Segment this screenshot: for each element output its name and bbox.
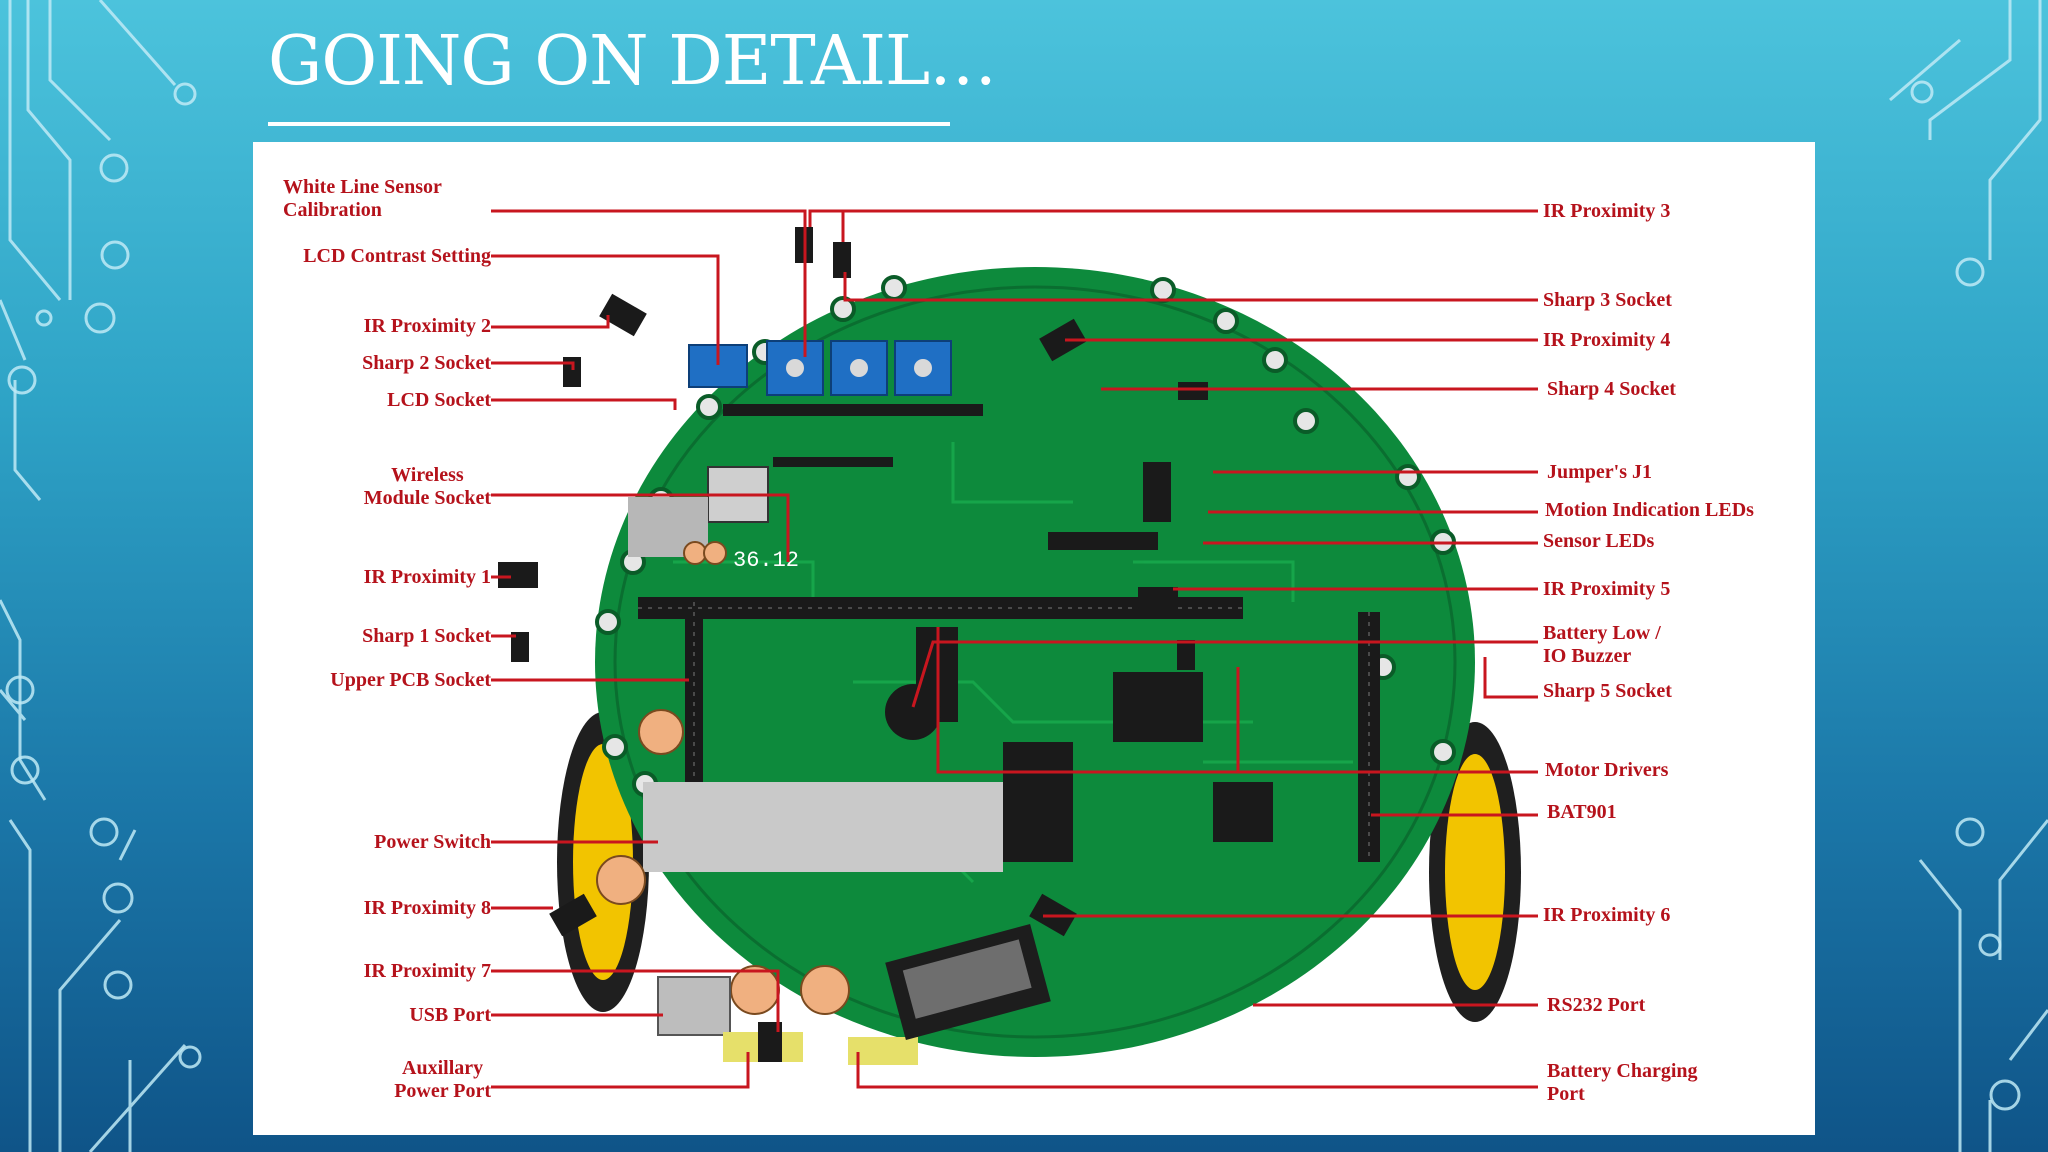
label-motor-drivers: Motor Drivers	[1545, 759, 1669, 781]
label-rs232-port: RS232 Port	[1547, 994, 1646, 1016]
label-sharp-2-socket: Sharp 2 Socket	[362, 352, 491, 374]
proto-grid-area	[643, 782, 1003, 872]
buzzer	[885, 684, 941, 740]
label-upper-pcb-socket: Upper PCB Socket	[330, 669, 491, 691]
label-jumpers-j1: Jumper's J1	[1547, 461, 1652, 483]
usb-port	[657, 976, 731, 1036]
label-lcd-contrast-setting: LCD Contrast Setting	[303, 245, 491, 267]
label-bat901: BAT901	[1547, 801, 1617, 823]
label-auxillary-power-port: Auxillary Power Port	[394, 1057, 491, 1102]
label-battery-charging-port: Battery Charging Port	[1547, 1060, 1698, 1105]
label-battery-low-io-buzzer: Battery Low / IO Buzzer	[1543, 622, 1661, 667]
label-white-line-sensor-calibration: White Line Sensor Calibration	[283, 176, 442, 221]
label-power-switch: Power Switch	[374, 831, 491, 853]
label-ir-proximity-8: IR Proximity 8	[363, 897, 491, 919]
diagram-panel: 36.12	[253, 142, 1815, 1135]
label-sharp-4-socket: Sharp 4 Socket	[1547, 378, 1676, 400]
label-sharp-3-socket: Sharp 3 Socket	[1543, 289, 1672, 311]
slide-title: GOING ON DETAIL…	[268, 22, 997, 101]
label-sharp-5-socket: Sharp 5 Socket	[1543, 680, 1672, 702]
label-sensor-leds: Sensor LEDs	[1543, 530, 1655, 552]
robot-board-diagram: 36.12	[491, 209, 1538, 1089]
label-ir-proximity-7: IR Proximity 7	[363, 960, 491, 982]
label-sharp-1-socket: Sharp 1 Socket	[362, 625, 491, 647]
lcd-header	[723, 404, 983, 416]
label-motion-indication-leds: Motion Indication LEDs	[1545, 499, 1754, 521]
label-lcd-socket: LCD Socket	[387, 389, 491, 411]
label-wireless-module-socket: Wireless Module Socket	[363, 464, 491, 509]
label-ir-proximity-2: IR Proximity 2	[363, 315, 491, 337]
label-ir-proximity-1: IR Proximity 1	[363, 566, 491, 588]
leader-lines	[491, 209, 1538, 1089]
label-ir-proximity-3: IR Proximity 3	[1543, 200, 1671, 222]
label-ir-proximity-5: IR Proximity 5	[1543, 578, 1671, 600]
rs232-connector	[885, 923, 1051, 1041]
title-underline	[268, 122, 950, 126]
label-ir-proximity-4: IR Proximity 4	[1543, 329, 1671, 351]
right-header-col	[1358, 612, 1380, 862]
right-wheel	[1429, 722, 1521, 1022]
label-usb-port: USB Port	[409, 1004, 491, 1026]
label-ir-proximity-6: IR Proximity 6	[1543, 904, 1671, 926]
